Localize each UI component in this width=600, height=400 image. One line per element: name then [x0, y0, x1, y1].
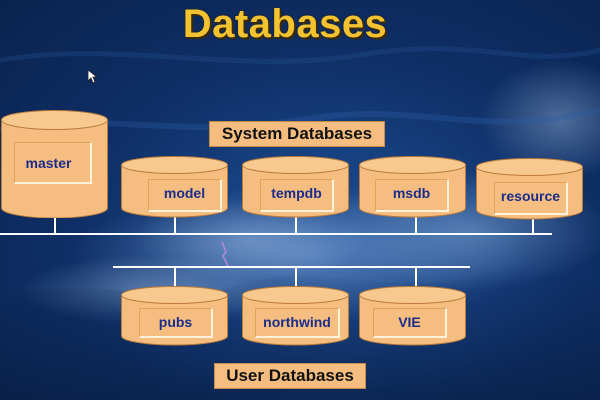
system-bus-line	[0, 233, 552, 235]
database-cylinder-icon	[1, 110, 108, 218]
database-label: resource	[494, 182, 568, 215]
connector-vie	[415, 267, 417, 288]
connector-model	[174, 217, 176, 234]
database-cylinder-icon	[242, 156, 349, 218]
connector-tempdb	[295, 217, 297, 234]
system-databases-label: System Databases	[209, 121, 385, 147]
connector-master	[54, 215, 56, 234]
database-label: northwind	[255, 308, 340, 338]
connector-northwind	[295, 267, 297, 288]
database-label: msdb	[375, 179, 449, 212]
database-pubs[interactable]: pubs	[121, 286, 228, 346]
database-tempdb[interactable]: tempdb	[242, 156, 349, 218]
database-label: VIE	[373, 308, 447, 338]
database-label: model	[148, 179, 222, 212]
database-label: master	[14, 142, 92, 184]
connector-resource	[532, 218, 534, 234]
connector-pubs	[174, 267, 176, 288]
database-label: pubs	[139, 308, 213, 338]
database-model[interactable]: model	[121, 156, 228, 218]
database-cylinder-icon	[242, 286, 349, 346]
database-vie[interactable]: VIE	[359, 286, 466, 346]
slide-title: Databases	[182, 2, 388, 46]
database-msdb[interactable]: msdb	[359, 156, 466, 218]
connector-msdb	[415, 217, 417, 234]
database-master[interactable]: master	[1, 110, 108, 218]
database-cylinder-icon	[121, 286, 228, 346]
user-bus-line	[113, 266, 470, 268]
mouse-pointer-icon	[88, 70, 98, 84]
database-resource[interactable]: resource	[476, 158, 583, 220]
user-databases-label: User Databases	[214, 363, 366, 389]
database-label: tempdb	[260, 179, 334, 212]
database-cylinder-icon	[476, 158, 583, 220]
database-northwind[interactable]: northwind	[242, 286, 349, 346]
database-cylinder-icon	[359, 156, 466, 218]
database-cylinder-icon	[359, 286, 466, 346]
